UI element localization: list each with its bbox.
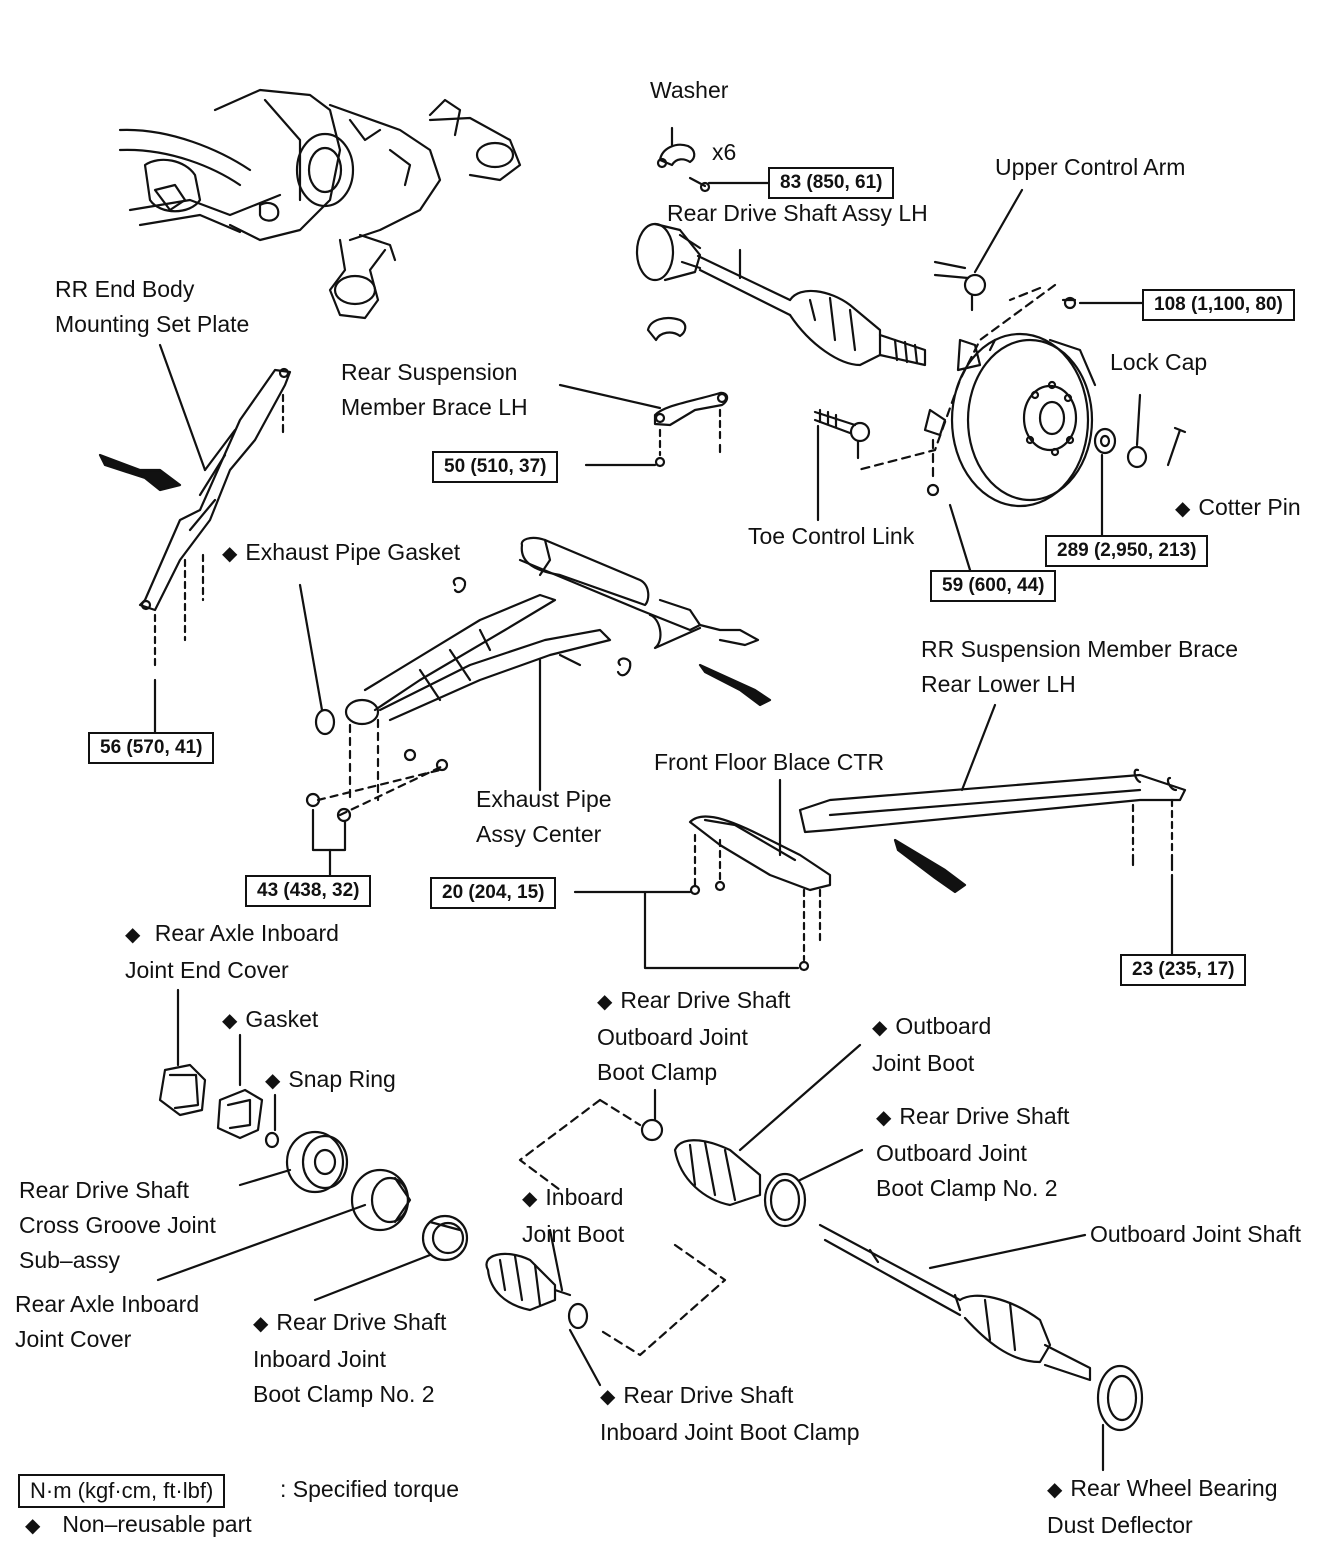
nonreusable-diamond: ◆: [522, 1188, 538, 1210]
label-rear-wheel-bearing-dust-deflector: ◆Rear Wheel Bearing Dust Deflector: [1047, 1475, 1278, 1538]
label-x6: x6: [712, 139, 737, 165]
label-rear-drive-shaft-assy-lh: Rear Drive Shaft Assy LH: [667, 200, 928, 226]
label-rr-suspension-member-brace-rear-lower-lh: RR Suspension Member Brace Rear Lower LH: [921, 636, 1239, 697]
lock-cap-group: [948, 393, 1187, 572]
nonreusable-diamond: ◆: [125, 924, 141, 946]
nonreusable-diamond: ◆: [597, 991, 613, 1013]
torque-56: 56 (570, 41): [88, 732, 215, 764]
nonreusable-diamond: ◆: [872, 1017, 888, 1039]
nonreusable-diamond: ◆: [600, 1386, 616, 1408]
label-rear-drive-shaft-cross-groove-joint: Rear Drive Shaft Cross Groove Joint Sub–…: [19, 1177, 216, 1273]
nonreusable-diamond: ◆: [222, 1010, 238, 1032]
torque-23: 23 (235, 17): [1120, 954, 1247, 986]
label-rear-drive-shaft-outboard-joint-boot-clamp: ◆Rear Drive Shaft Outboard Joint Boot Cl…: [597, 987, 791, 1085]
suspension-member-brace: [558, 383, 729, 468]
label-outboard-joint-boot: ◆Outboard Joint Boot: [872, 1013, 992, 1076]
label-rear-axle-inboard-joint-end-cover: ◆ Rear Axle Inboard Joint End Cover: [125, 920, 339, 983]
label-gasket: ◆Gasket: [222, 1006, 319, 1032]
nonreusable-diamond: ◆: [876, 1107, 892, 1129]
label-lock-cap: Lock Cap: [1110, 349, 1208, 375]
label-exhaust-pipe-gasket: ◆Exhaust Pipe Gasket: [222, 539, 461, 565]
legend-unit-box: N·m (kgf·cm, ft·lbf): [18, 1474, 226, 1508]
label-snap-ring: ◆Snap Ring: [265, 1066, 396, 1092]
drive-shaft-exploded: [156, 988, 1144, 1472]
nonreusable-diamond: ◆: [1047, 1479, 1063, 1501]
floor-brace-assembly: [573, 703, 1187, 972]
torque-108: 108 (1,100, 80): [1142, 289, 1295, 321]
label-inboard-joint-boot: ◆Inboard Joint Boot: [522, 1184, 625, 1247]
knuckle-and-disc: [856, 188, 1144, 508]
torque-43: 43 (438, 32): [245, 875, 372, 907]
label-rear-drive-shaft-outboard-joint-boot-clamp-no2: ◆Rear Drive Shaft Outboard Joint Boot Cl…: [876, 1103, 1070, 1201]
label-rear-drive-shaft-inboard-joint-boot-clamp-no2: ◆Rear Drive Shaft Inboard Joint Boot Cla…: [253, 1309, 447, 1407]
toe-control-link: [813, 408, 871, 522]
label-exhaust-pipe-assy-center: Exhaust Pipe Assy Center: [476, 786, 612, 847]
drive-shaft-assy-top: [635, 222, 927, 367]
label-rr-end-body-mounting-set-plate: RR End Body Mounting Set Plate: [55, 276, 250, 337]
label-rear-suspension-member-brace-lh: Rear Suspension Member Brace LH: [341, 359, 528, 420]
nonreusable-diamond: ◆: [1175, 498, 1191, 520]
label-outboard-joint-shaft: Outboard Joint Shaft: [1090, 1221, 1301, 1247]
nonreusable-diamond: ◆: [222, 543, 238, 565]
torque-83: 83 (850, 61): [768, 167, 895, 199]
label-front-floor-blace-ctr: Front Floor Blace CTR: [654, 749, 885, 775]
label-cotter-pin: ◆Cotter Pin: [1175, 494, 1301, 520]
nonreusable-diamond: ◆: [253, 1313, 269, 1335]
exhaust-pipe-assembly: [298, 536, 772, 877]
mounting-set-plate: [98, 343, 292, 742]
torque-59: 59 (600, 44): [930, 570, 1057, 602]
torque-20: 20 (204, 15): [430, 877, 557, 909]
label-washer: Washer: [650, 77, 729, 103]
label-toe-control-link: Toe Control Link: [748, 523, 915, 549]
legend-unit-text: : Specified torque: [280, 1476, 460, 1502]
nonreusable-diamond: ◆: [25, 1515, 41, 1537]
torque-289: 289 (2,950, 213): [1045, 535, 1209, 567]
label-upper-control-arm: Upper Control Arm: [995, 154, 1186, 180]
label-rear-axle-inboard-joint-cover: Rear Axle Inboard Joint Cover: [15, 1291, 200, 1352]
rear-subframe-assembly: [118, 88, 522, 320]
legend-nonreusable: ◆Non–reusable part: [25, 1511, 252, 1537]
washer-part: [646, 126, 770, 342]
torque-50: 50 (510, 37): [432, 451, 559, 483]
label-rear-drive-shaft-inboard-joint-boot-clamp: ◆Rear Drive Shaft Inboard Joint Boot Cla…: [600, 1382, 860, 1445]
nonreusable-diamond: ◆: [265, 1070, 281, 1092]
